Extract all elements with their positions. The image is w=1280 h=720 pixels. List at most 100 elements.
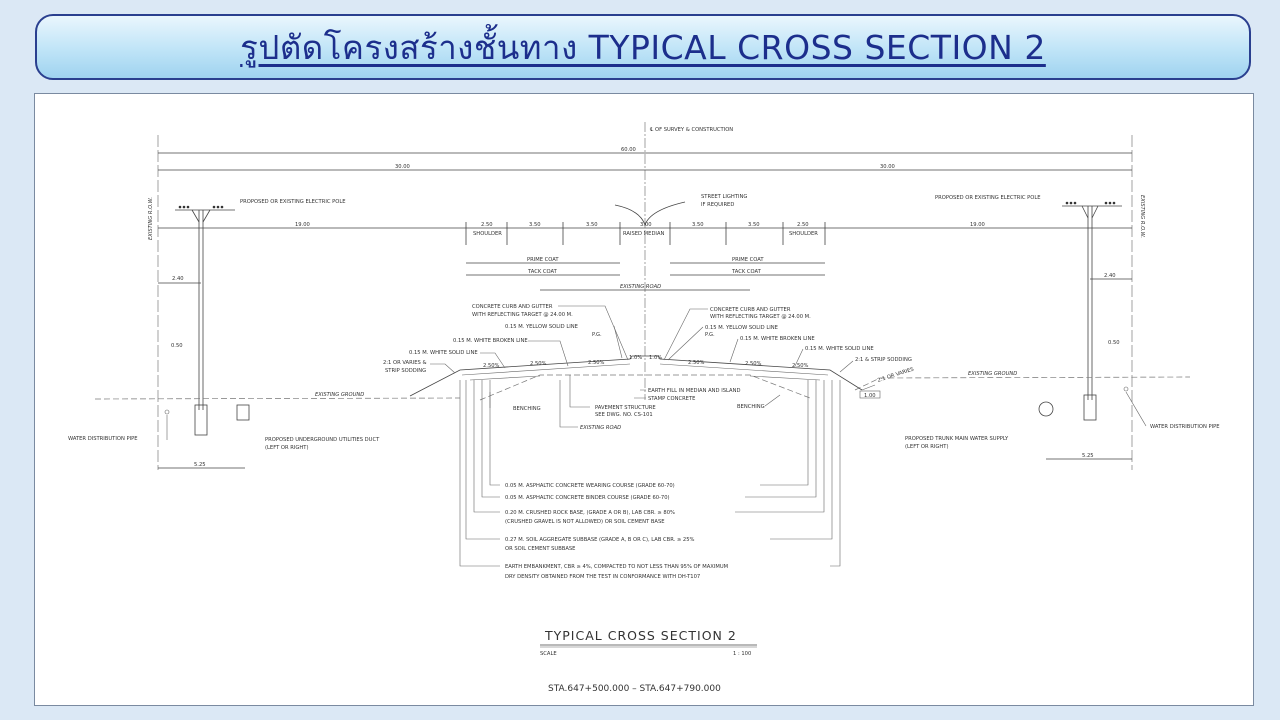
existing-road-profile — [479, 374, 811, 401]
dim-total: 60.00 — [621, 147, 636, 153]
water-pipe-right-leader — [1125, 391, 1147, 427]
slope-7: 2.50% — [745, 361, 762, 367]
dim-offset-right: 0.50 — [1108, 340, 1120, 346]
water-pipe-right: WATER DISTRIBUTION PIPE — [1150, 424, 1220, 430]
slope-5: 1.0% — [649, 355, 662, 361]
label-shoulder-left: SHOULDER — [473, 231, 502, 237]
white-broken-left: 0.15 M. WHITE BROKEN LINE — [453, 338, 528, 344]
slope-left-2: STRIP SODDING — [385, 368, 426, 374]
water-pipe-right-icon — [1123, 386, 1129, 392]
curb-right-1: CONCRETE CURB AND GUTTER — [710, 307, 791, 313]
insulators-left — [178, 205, 224, 209]
ditch-dim — [859, 390, 881, 399]
street-lighting-2: IF REQUIRED — [701, 202, 734, 208]
dim-median: 3.00 — [640, 222, 652, 228]
street-lighting-1: STREET LIGHTING — [701, 194, 747, 200]
layer-leaders — [459, 380, 841, 567]
dim-half-right: 30.00 — [880, 164, 895, 170]
dim-shoulder-right: 2.50 — [797, 222, 809, 228]
stamp-concrete-label: STAMP CONCRETE — [648, 396, 695, 402]
dim-row-left: 19.00 — [295, 222, 310, 228]
layer-4b: OR SOIL CEMENT SUBBASE — [505, 546, 575, 552]
layer-3b: (CRUSHED GRAVEL IS NOT ALLOWED) OR SOIL … — [505, 519, 665, 525]
dim-pole-right: 2.40 — [1104, 273, 1116, 279]
slope-4: 1.0% — [629, 355, 642, 361]
slope-8: 2.50% — [792, 363, 809, 369]
street-light — [614, 201, 686, 226]
dim-ditch: 1.00 — [864, 393, 876, 399]
title-banner: รูปตัดโครงสร้างชั้นทาง TYPICAL CROSS SEC… — [35, 14, 1251, 80]
slide-title: รูปตัดโครงสร้างชั้นทาง TYPICAL CROSS SEC… — [240, 27, 1046, 67]
layer-5: EARTH EMBANKMENT, CBR ≥ 4%, COMPACTED TO… — [505, 564, 728, 570]
section-title: TYPICAL CROSS SECTION 2 — [544, 628, 737, 643]
white-broken-right: 0.15 M. WHITE BROKEN LINE — [740, 336, 815, 342]
insulators-right — [1065, 201, 1116, 205]
slope-3: 2.50% — [588, 360, 605, 366]
slope-2: 2.50% — [530, 361, 547, 367]
duct-1: PROPOSED UNDERGROUND UTILITIES DUCT — [265, 437, 380, 443]
dim-lane4: 3.50 — [748, 222, 760, 228]
slope-ditch-label: 2:1 OR VARIES — [877, 367, 915, 384]
curb-left-2: WITH REFLECTING TARGET @ 24.00 M. — [472, 312, 573, 318]
existing-road-bottom: EXISTING ROAD — [580, 425, 621, 431]
benching-right: BENCHING — [737, 404, 765, 410]
tack-coat-left: TACK COAT — [527, 269, 558, 275]
curb-right-2: WITH REFLECTING TARGET @ 24.00 M. — [710, 314, 811, 320]
layer-3: 0.20 M. CRUSHED ROCK BASE, (GRADE A OR B… — [505, 510, 675, 516]
pavement-layers — [461, 363, 829, 381]
dim-lane1: 3.50 — [529, 222, 541, 228]
label-shoulder-right: SHOULDER — [789, 231, 818, 237]
utilities-duct-icon — [236, 404, 250, 421]
pg-right: P.G. — [705, 332, 715, 338]
electric-pole-label-left: PROPOSED OR EXISTING ELECTRIC POLE — [240, 199, 346, 205]
existing-ground-label-left: EXISTING GROUND — [315, 392, 364, 398]
dim-row-right: 19.00 — [970, 222, 985, 228]
yellow-line-right: 0.15 M. YELLOW SOLID LINE — [705, 325, 778, 331]
row-label-right: EXISTING R.O.W. — [1139, 195, 1145, 238]
water-pipe-left: WATER DISTRIBUTION PIPE — [68, 436, 138, 442]
dim-ticks — [465, 222, 826, 245]
duct-2: (LEFT OR RIGHT) — [265, 445, 309, 451]
yellow-line-left: 0.15 M. YELLOW SOLID LINE — [505, 324, 578, 330]
dim-half-left: 30.00 — [395, 164, 410, 170]
label-raised-median: RAISED MEDIAN — [623, 231, 665, 237]
existing-road-top: EXISTING ROAD — [620, 284, 661, 290]
existing-ground-left — [94, 397, 461, 400]
dim-shoulder-left: 2.50 — [481, 222, 493, 228]
existing-ground-label-right: EXISTING GROUND — [968, 371, 1017, 377]
slope-1: 2.50% — [483, 363, 500, 369]
curb-left-1: CONCRETE CURB AND GUTTER — [472, 304, 553, 310]
road-surface — [409, 355, 863, 397]
slope-left-1: 2:1 OR VARIES & — [383, 360, 427, 366]
dim-pole-left: 2.40 — [172, 276, 184, 282]
centerline-label: ℄ OF SURVEY & CONSTRUCTION — [650, 127, 733, 133]
pavement-2: SEE DWG. NO. CS-101 — [595, 412, 653, 418]
trunk-1: PROPOSED TRUNK MAIN WATER SUPPLY — [905, 436, 1009, 442]
benching-left: BENCHING — [513, 406, 541, 412]
station-range: STA.647+500.000 – STA.647+790.000 — [548, 684, 721, 694]
earth-fill-label: EARTH FILL IN MEDIAN AND ISLAND — [648, 388, 740, 394]
coat-dim-lines — [466, 262, 825, 291]
layer-5b: DRY DENSITY OBTAINED FROM THE TEST IN CO… — [505, 574, 700, 580]
prime-coat-right: PRIME COAT — [732, 257, 764, 263]
layer-1: 0.05 M. ASPHALTIC CONCRETE WEARING COURS… — [505, 483, 675, 489]
trunk-main-icon — [1038, 401, 1054, 417]
trunk-2: (LEFT OR RIGHT) — [905, 444, 949, 450]
layer-2: 0.05 M. ASPHALTIC CONCRETE BINDER COURSE… — [505, 495, 670, 501]
slope-right-label: 2:1 & STRIP SODDING — [855, 357, 912, 363]
white-solid-left: 0.15 M. WHITE SOLID LINE — [409, 350, 478, 356]
tack-coat-right: TACK COAT — [731, 269, 762, 275]
dim-lane2: 3.50 — [586, 222, 598, 228]
callout-leaders-right — [634, 308, 854, 407]
dim-pipe-left: 5.25 — [194, 462, 206, 468]
white-solid-right: 0.15 M. WHITE SOLID LINE — [805, 346, 874, 352]
ditch — [861, 384, 876, 391]
dim-pipe-right: 5.25 — [1082, 453, 1094, 459]
electric-pole-right — [1062, 205, 1122, 421]
dim-offset-left: 0.50 — [171, 343, 183, 349]
water-pipe-left-icon — [164, 409, 170, 415]
electric-pole-label-right: PROPOSED OR EXISTING ELECTRIC POLE — [935, 195, 1041, 201]
cross-section-drawing — [34, 93, 1254, 706]
pavement-1: PAVEMENT STRUCTURE — [595, 405, 656, 411]
dim-lane3: 3.50 — [692, 222, 704, 228]
